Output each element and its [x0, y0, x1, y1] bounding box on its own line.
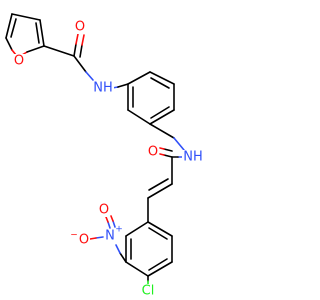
bond-n-o-top-b: [105, 216, 109, 223]
bond-furan-c5-o-a: [5, 37, 13, 51]
bond-furan-o-c2-b: [26, 45, 45, 53]
bond-ring-n-a: [119, 252, 127, 263]
bond-n-o-minus-b: [89, 237, 97, 240]
bond-r2-cd: [147, 261, 173, 277]
bond-ring-to-n2-a: [149, 123, 175, 139]
atom-furan-oxygen: O: [14, 54, 24, 69]
bond-ring-n-b: [115, 244, 121, 254]
atom-carbonyl-oxygen-2: O: [148, 145, 158, 160]
bond-c-n1-b: [85, 71, 94, 81]
bond-c-o2-b: [159, 153, 165, 156]
atom-nitro-oxygen-top: O: [99, 203, 109, 218]
bond-alkene-double: [148, 178, 169, 191]
amide-1: [73, 33, 94, 81]
bond-r1-bc-double: [150, 77, 170, 89]
bond-r2-de: [125, 261, 149, 277]
bond-r1-ab: [127, 71, 151, 85]
bond-alkene: [147, 183, 173, 199]
atom-labels: O O NH NH O N + O O − Cl: [13, 20, 204, 299]
atom-nitro-plus-charge: +: [115, 225, 123, 235]
atom-nitro-oxygen-minus: O: [79, 233, 89, 248]
amide-2: [159, 147, 183, 185]
benzene-ring-1: [127, 71, 175, 125]
bond-c-o2-double-b: [159, 147, 165, 150]
bond-furan-c4-c5-double: [10, 18, 17, 38]
bond-furan-c3-c4: [11, 13, 41, 21]
bond-r2-fa: [125, 221, 149, 237]
bond-c-o1-double-a: [79, 44, 83, 58]
bond-n-o-top-a: [107, 221, 111, 229]
bond-n-o-top-double-a: [112, 220, 116, 228]
bond-furan-c2-c3: [39, 19, 45, 47]
bond-r2-cd-double: [148, 258, 168, 271]
atom-nitro-minus-charge: −: [70, 231, 78, 241]
bond-r1-de: [149, 109, 175, 125]
bond-r1-ef: [127, 109, 151, 125]
bond-n-o-top-double-b: [110, 215, 114, 222]
bond-r2-ab: [147, 221, 173, 237]
bond-c-o2-a: [163, 154, 173, 158]
benzene-ring-2: [125, 221, 173, 277]
bond-n1-ring-b: [117, 83, 129, 88]
bond-furan-c4-c5: [5, 13, 13, 39]
atom-nitro-nitrogen: N: [105, 229, 115, 244]
atom-amide-nh-2: NH: [183, 150, 203, 165]
bond-c-o1-double-b: [81, 34, 85, 46]
bond-c-o1-b: [75, 33, 79, 45]
bond-furan-c2-c3-double: [35, 22, 40, 44]
bond-ring-to-n2-b: [173, 137, 185, 151]
bond-c-o1-a: [73, 43, 77, 57]
atom-chlorine: Cl: [142, 284, 155, 299]
bond-c-n1-a: [73, 55, 87, 73]
bond-c-o2-double-a: [163, 148, 173, 152]
bond-furan-to-carbonyl: [43, 45, 75, 57]
alkene: [147, 178, 173, 223]
atom-carbonyl-oxygen-1: O: [75, 20, 85, 35]
bond-r1-bc: [149, 71, 175, 85]
bond-r2-ab-double: [148, 227, 168, 240]
molecule-structure: O O NH NH O N + O O − Cl: [5, 13, 204, 299]
atom-amide-nh-1: NH: [93, 81, 113, 96]
bond-n-o-minus-a: [95, 236, 104, 239]
bond-r1-de-double: [150, 106, 170, 119]
furan-ring: [5, 13, 45, 56]
